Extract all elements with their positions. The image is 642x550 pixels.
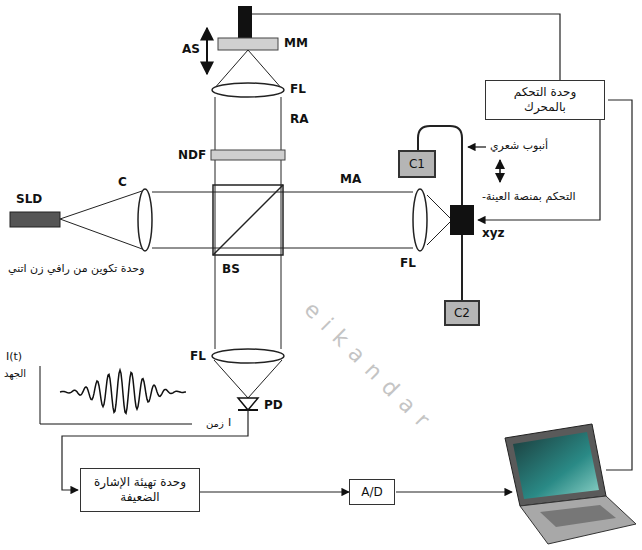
leader-arrow (468, 146, 486, 147)
box-label: C2 (454, 306, 470, 321)
container-box: C1 (398, 150, 436, 178)
part-label: التحكم بمنصة العينة- (482, 190, 576, 203)
part-label: FL (400, 256, 416, 270)
box-label: وحدة تهيئة الإشارة الضعيفة (86, 475, 194, 505)
lens (413, 189, 427, 251)
signal-label: I (228, 416, 231, 429)
part-label: NDF (178, 148, 206, 162)
beam-cone (427, 195, 452, 245)
lens (212, 349, 284, 363)
signal-connector (200, 491, 349, 492)
control-wire (252, 14, 560, 87)
beam-line (281, 97, 282, 349)
container-box: C2 (444, 300, 480, 326)
box-label: وحدة التحكم بالمحرك (491, 85, 599, 115)
beam-cone (60, 190, 145, 250)
graph-axis (40, 424, 192, 425)
part-label: AS (182, 42, 200, 56)
control-wire (478, 113, 600, 220)
moving-mirror (218, 38, 278, 50)
part-label: SLD (16, 192, 42, 206)
part-label: xyz (482, 226, 505, 240)
photodiode (238, 398, 258, 410)
laptop-keyboard (540, 505, 616, 527)
converter-box: A/D (349, 479, 395, 505)
laptop-screen (505, 424, 606, 506)
nd-filter (211, 150, 285, 160)
part-label: PD (264, 398, 283, 412)
part-label: FL (190, 349, 206, 363)
unit-label: وحدة تكوين من رافي زن اتني (8, 262, 144, 275)
signal-label: زمن (206, 418, 224, 430)
part-label: RA (290, 112, 309, 126)
part-label: أنبوب شعري (490, 139, 548, 152)
sld-source (10, 212, 60, 227)
actuator-block (238, 6, 252, 38)
beam-line (215, 97, 216, 349)
beam-cone (214, 360, 282, 398)
beam-line (152, 192, 413, 193)
box-label: A/D (361, 485, 383, 500)
lens (212, 83, 284, 97)
beam-splitter (213, 185, 283, 255)
lens (138, 189, 152, 251)
part-label: C (118, 175, 127, 189)
splitter-diagonal (213, 185, 283, 255)
watermark: eikandar (298, 297, 441, 440)
interferogram (60, 370, 186, 413)
move-arrow (499, 160, 501, 182)
graph-axis (40, 366, 41, 424)
part-label: MM (284, 36, 308, 50)
laptop-display (513, 432, 599, 499)
axis-label: I(t) (6, 350, 22, 363)
axis-label: الجهد (4, 368, 26, 380)
conditioning-box: وحدة تهيئة الإشارة الضعيفة (80, 468, 200, 512)
controller-box: وحدة التحكم بالمحرك (485, 80, 605, 120)
part-label: BS (222, 262, 240, 276)
xyz-stage (450, 205, 474, 235)
laptop-base (520, 496, 636, 544)
part-label: MA (340, 172, 361, 186)
part-label: FL (290, 82, 306, 96)
scan-arrow (206, 28, 208, 74)
box-label: C1 (409, 157, 425, 172)
control-wire (606, 100, 632, 470)
beam-line (152, 248, 413, 249)
data-wire (396, 491, 512, 492)
